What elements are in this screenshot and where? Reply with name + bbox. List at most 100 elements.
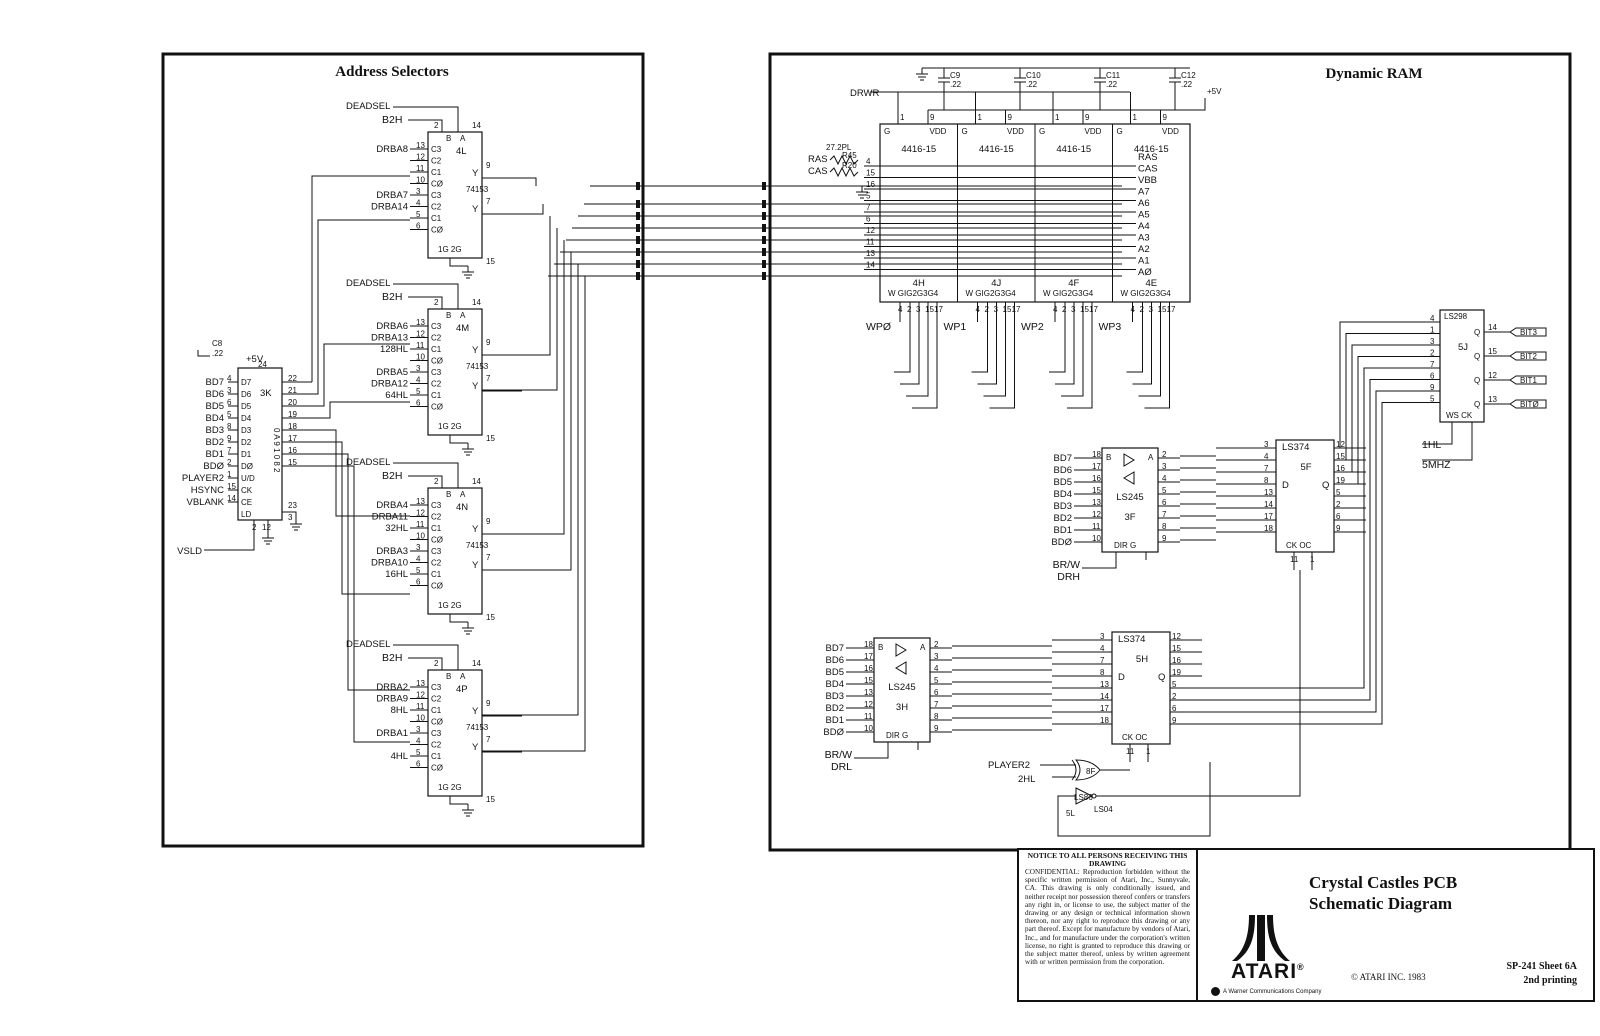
pin-num: 1 bbox=[227, 470, 232, 479]
pin-num: 7 bbox=[934, 700, 939, 709]
pin-24: 24 bbox=[258, 360, 267, 369]
part-number: LS245 bbox=[1116, 492, 1143, 503]
bus-break bbox=[762, 236, 766, 244]
chip-id: 3H bbox=[896, 702, 908, 713]
pin-g: G bbox=[962, 127, 968, 136]
ram-bottom-pins: W GIG2G3G4 bbox=[1043, 289, 1094, 298]
pin-d: D bbox=[1282, 480, 1289, 491]
pin-num: 5 bbox=[1162, 486, 1167, 495]
ram-pin: 6 bbox=[866, 215, 871, 224]
ram-pin: 15 bbox=[866, 169, 875, 178]
ram-id: 4F bbox=[1068, 278, 1079, 289]
vcc-wire bbox=[1190, 98, 1206, 111]
pin-num: 8 bbox=[1162, 522, 1167, 531]
pin-D4: D4 bbox=[241, 414, 252, 423]
ram-data-wire bbox=[1144, 302, 1170, 409]
drawing-title: Crystal Castles PCB Schematic Diagram bbox=[1309, 872, 1457, 914]
pin-1: 1 bbox=[900, 113, 905, 122]
pin-num: 5 bbox=[416, 387, 421, 396]
pin-CØ: CØ bbox=[431, 180, 443, 189]
deadsel-wire bbox=[393, 644, 459, 670]
pin-num: 15 bbox=[227, 482, 236, 491]
pin-num: 11 bbox=[416, 520, 425, 529]
input-BD4: BD4 bbox=[826, 679, 844, 690]
output-y: Y bbox=[472, 742, 479, 753]
b2h-wire bbox=[408, 475, 443, 488]
input-VBLANK: VBLANK bbox=[187, 497, 225, 508]
pin-num: 11 bbox=[416, 702, 425, 711]
output-BIT3: BIT3 bbox=[1520, 328, 1537, 337]
latch-body bbox=[1111, 631, 1171, 745]
input-BD6: BD6 bbox=[206, 389, 224, 400]
ram-pin: 17 bbox=[1089, 305, 1098, 314]
pin-num: 17 bbox=[1092, 462, 1101, 471]
pin-CØ: CØ bbox=[431, 582, 443, 591]
pin-num: 12 bbox=[1092, 510, 1101, 519]
pin-7: 7 bbox=[486, 374, 491, 383]
pin-C3: C3 bbox=[431, 322, 442, 331]
input-DRBA13: DRBA13 bbox=[371, 333, 408, 344]
dir-wire bbox=[1082, 552, 1117, 569]
address-selectors-title: Address Selectors bbox=[335, 64, 449, 80]
input-BDØ: BDØ bbox=[203, 461, 224, 472]
ram-data-wire bbox=[971, 302, 988, 373]
pin-num: 8 bbox=[227, 422, 232, 431]
pin-num: 17 bbox=[864, 652, 873, 661]
pin-q: Q bbox=[1474, 400, 1480, 409]
input-32HL: 32HL bbox=[385, 523, 408, 534]
drawing-title-line2: Schematic Diagram bbox=[1309, 894, 1453, 913]
pin-num: 11 bbox=[864, 712, 873, 721]
sheet-number: SP-241 Sheet 6A bbox=[1506, 961, 1577, 972]
resistor-label: 27.2PL bbox=[826, 143, 852, 152]
chip-4N-body bbox=[427, 487, 483, 615]
input-DRBA10: DRBA10 bbox=[371, 558, 408, 569]
pin-C2: C2 bbox=[431, 513, 442, 522]
enable-wire bbox=[449, 796, 468, 805]
pin-vdd: VDD bbox=[1007, 127, 1024, 136]
pin-num: 6 bbox=[1336, 512, 1341, 521]
pin-9: 9 bbox=[486, 338, 491, 347]
ram-signal-A6: A6 bbox=[1138, 198, 1150, 209]
b2h-label: B2H bbox=[382, 652, 402, 664]
pin-a: A bbox=[460, 672, 466, 681]
pin-d: D bbox=[1118, 672, 1125, 683]
input-PLAYER2: PLAYER2 bbox=[182, 473, 224, 484]
input-DRBA7: DRBA7 bbox=[376, 190, 408, 201]
pin-CØ: CØ bbox=[431, 226, 443, 235]
pin-num: 18 bbox=[288, 422, 297, 431]
pin-num: 8 bbox=[1100, 668, 1105, 677]
ram-part: 4416-15 bbox=[1134, 144, 1169, 155]
input-DRBA14: DRBA14 bbox=[371, 202, 408, 213]
pin-3: 3 bbox=[288, 513, 293, 522]
pin-a: A bbox=[460, 134, 466, 143]
counter-to-mux bbox=[312, 219, 410, 395]
pin-num: 20 bbox=[288, 398, 297, 407]
sheet-info: SP-241 Sheet 6A 2nd printing bbox=[1467, 960, 1577, 988]
mux-to-bus bbox=[482, 177, 537, 186]
pin-q: Q bbox=[1474, 328, 1480, 337]
pin-C1: C1 bbox=[431, 524, 442, 533]
mux-to-bus bbox=[482, 228, 558, 391]
ram-signal-A4: A4 bbox=[1138, 221, 1150, 232]
pin-num: 12 bbox=[1488, 371, 1497, 380]
pin-g: G bbox=[1117, 127, 1123, 136]
pin-9: 9 bbox=[1085, 113, 1090, 122]
pin-D7: D7 bbox=[241, 378, 252, 387]
pin-C2: C2 bbox=[431, 203, 442, 212]
latch-to-mux bbox=[1202, 379, 1376, 701]
input-64HL: 64HL bbox=[385, 390, 408, 401]
pin-D3: D3 bbox=[241, 426, 252, 435]
gate-id: 5L bbox=[1066, 809, 1075, 818]
pin-CØ: CØ bbox=[431, 357, 443, 366]
pin-num: 6 bbox=[416, 578, 421, 587]
pin-num: 9 bbox=[227, 434, 232, 443]
bus-break bbox=[762, 248, 766, 256]
pin-a: A bbox=[1148, 453, 1154, 462]
buffer-body bbox=[873, 637, 931, 743]
input-DRBA2: DRBA2 bbox=[376, 682, 408, 693]
input-BD6: BD6 bbox=[826, 655, 844, 666]
enable-pins: 1G 2G bbox=[438, 245, 462, 254]
pin-num: 4 bbox=[1430, 314, 1435, 323]
